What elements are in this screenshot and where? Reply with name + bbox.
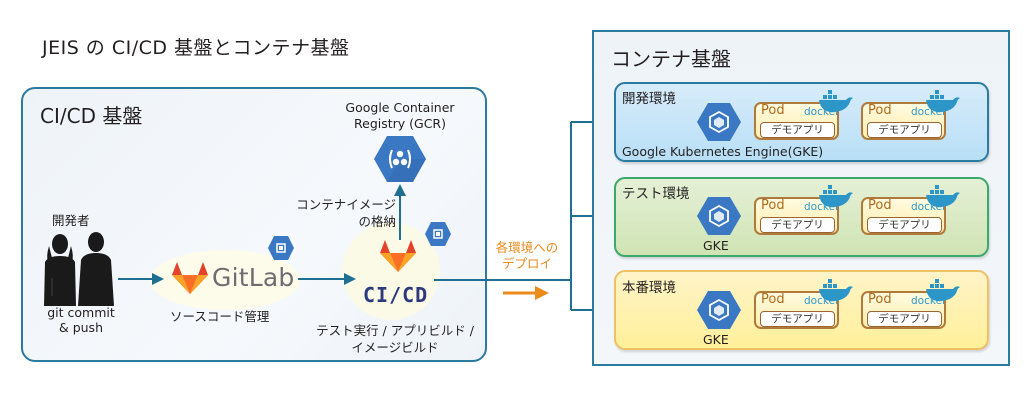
git-commit-label: git commit & push [36, 305, 126, 335]
pod-label: Pod [868, 292, 892, 307]
docker-whale-icon [819, 279, 853, 301]
container-registry-icon [374, 136, 426, 182]
gitlab-logo-icon [172, 262, 208, 294]
deploy-label-line-1: 各環境への [495, 240, 559, 255]
demo-app: デモアプリ [760, 217, 835, 233]
docker-whale-icon [926, 90, 960, 112]
env-production-label: 本番環境 [622, 280, 676, 296]
demo-app: デモアプリ [867, 311, 942, 327]
compute-engine-icon [425, 222, 451, 246]
gcr-label-line-2: Registry (GCR) [354, 116, 446, 131]
cicd-platform-title: CI/CD 基盤 [40, 104, 143, 128]
gcr-label: Google Container Registry (GCR) [330, 100, 470, 132]
gitlab-highlight [150, 250, 300, 310]
gke-icon [697, 291, 741, 329]
gke-icon [697, 197, 741, 235]
diagram-title: JEIS の CI/CD 基盤とコンテナ基盤 [42, 37, 350, 59]
store-image-arrow [394, 184, 406, 240]
cicd-highlight [342, 222, 440, 320]
env-development-label: 開発環境 [622, 91, 676, 107]
build-label-line-1: テスト実行 / アプリビルド / [316, 323, 474, 338]
developers-icon [44, 232, 114, 306]
pod-label: Pod [868, 103, 892, 118]
pod: Pod docker デモアプリ [754, 291, 839, 329]
gitlab-ci-logo-icon [380, 240, 416, 272]
store-image-label: コンテナイメージ の格納 [278, 196, 396, 230]
env-test-label: テスト環境 [622, 186, 690, 202]
demo-app: デモアプリ [760, 311, 835, 327]
store-image-line-2: の格納 [358, 214, 396, 229]
gcr-label-line-1: Google Container [345, 100, 455, 115]
gke-icon [697, 103, 741, 141]
docker-whale-icon [926, 279, 960, 301]
pod: Pod docker デモアプリ [861, 197, 946, 235]
demo-app: デモアプリ [867, 217, 942, 233]
build-label: テスト実行 / アプリビルド / イメージビルド [310, 322, 480, 356]
build-label-line-2: イメージビルド [351, 340, 439, 355]
docker-whale-icon [926, 185, 960, 207]
docker-whale-icon [819, 185, 853, 207]
docker-whale-icon [819, 90, 853, 112]
store-image-line-1: コンテナイメージ [296, 197, 396, 212]
trigger-arrow [298, 273, 356, 285]
git-commit-line-2: & push [58, 320, 103, 335]
pod-label: Pod [761, 103, 785, 118]
demo-app: デモアプリ [760, 122, 835, 138]
demo-app: デモアプリ [867, 122, 942, 138]
gke-label-prod: GKE [703, 332, 729, 347]
cicd-wordmark: CI/CD [363, 283, 429, 307]
gke-label-test: GKE [703, 238, 729, 253]
compute-engine-icon [268, 236, 294, 260]
deploy-label: 各環境への デプロイ [492, 240, 562, 272]
gitlab-wordmark: GitLab [212, 263, 295, 292]
pod-label: Pod [868, 198, 892, 213]
pod-label: Pod [761, 292, 785, 307]
pod-label: Pod [761, 198, 785, 213]
push-arrow [118, 273, 164, 285]
source-management-label: ソースコード管理 [170, 309, 270, 324]
deploy-arrow-icon [503, 286, 549, 300]
pod: Pod docker デモアプリ [861, 102, 946, 140]
git-commit-line-1: git commit [47, 305, 115, 320]
deploy-label-line-2: デプロイ [501, 256, 552, 271]
gke-label-dev: Google Kubernetes Engine(GKE) [622, 144, 824, 159]
developer-label: 開発者 [52, 213, 90, 228]
container-platform-title: コンテナ基盤 [611, 47, 731, 71]
